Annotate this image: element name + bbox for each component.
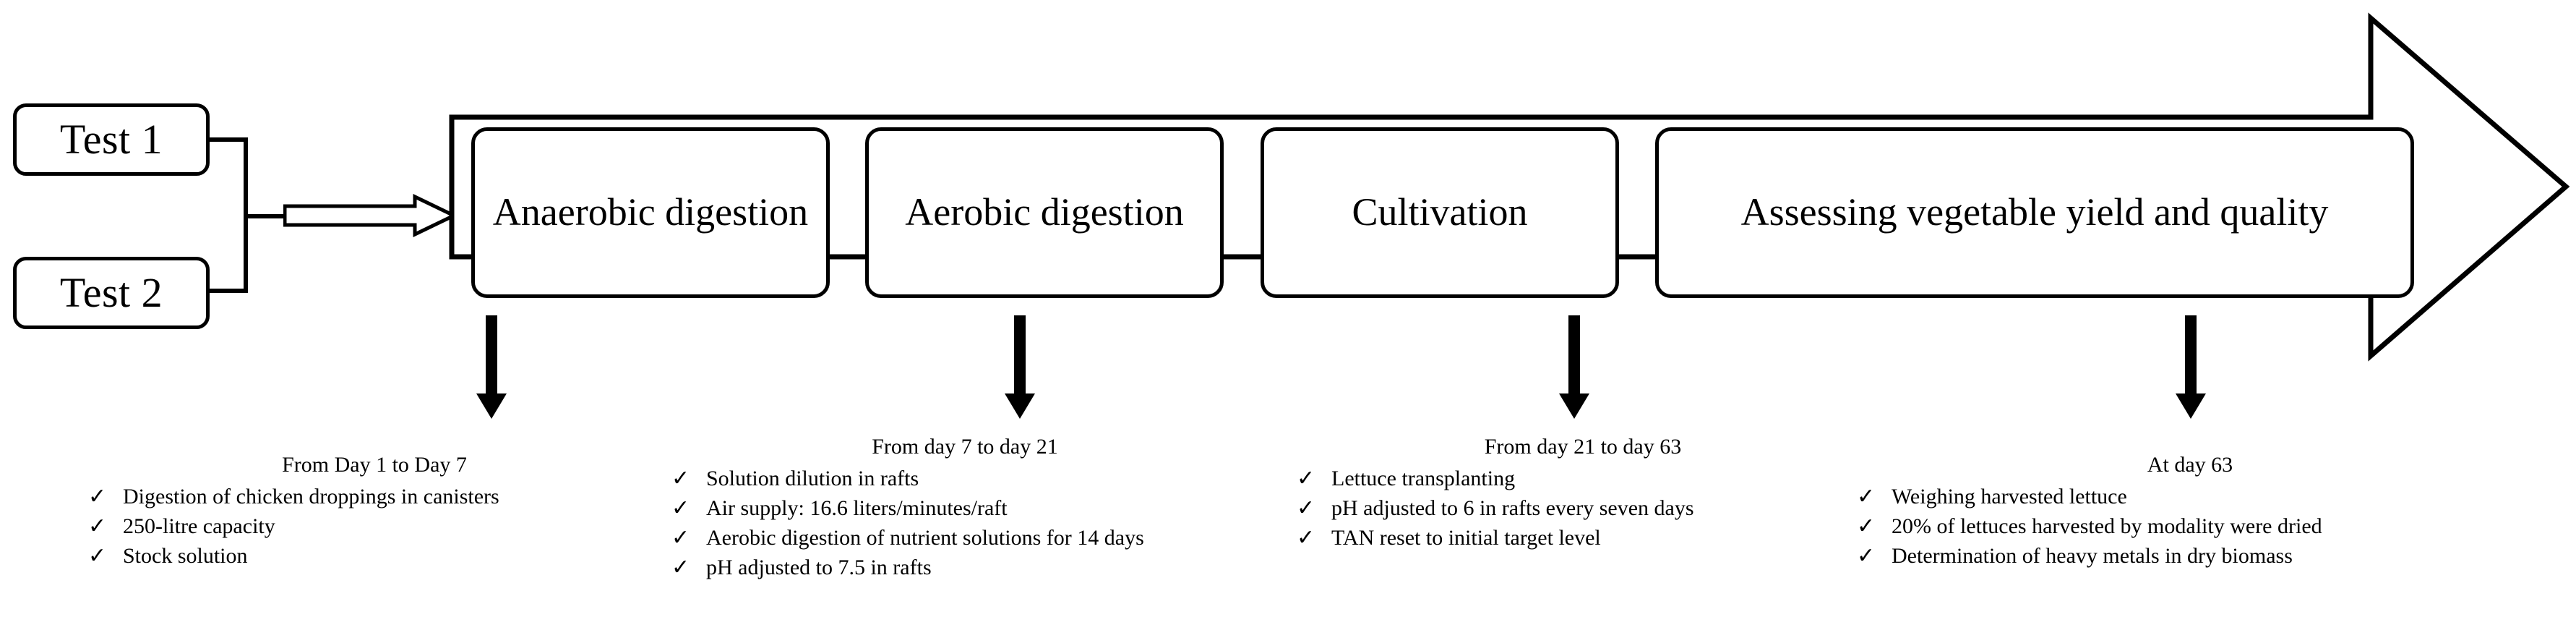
check-icon: ✓ xyxy=(671,495,690,520)
caption-list-stage-2: ✓ Solution dilution in rafts ✓ Air suppl… xyxy=(669,464,1261,582)
stage-box-anaerobic-digestion: Anaerobic digestion xyxy=(471,127,830,298)
list-item: ✓ 20% of lettuces harvested by modality … xyxy=(1854,512,2526,541)
list-item-label: Determination of heavy metals in dry bio… xyxy=(1892,543,2293,568)
input-box-test-2-label: Test 2 xyxy=(59,268,163,316)
list-item-label: pH adjusted to 7.5 in rafts xyxy=(706,555,932,579)
list-item: ✓ Stock solution xyxy=(85,542,664,571)
list-item: ✓ pH adjusted to 6 in rafts every seven … xyxy=(1294,494,1872,523)
list-item: ✓ Weighing harvested lettuce xyxy=(1854,482,2526,511)
check-icon: ✓ xyxy=(671,525,690,550)
down-arrow-icon-stage-2 xyxy=(1005,315,1035,419)
list-item: ✓ TAN reset to initial target level xyxy=(1294,524,1872,553)
check-icon: ✓ xyxy=(1297,495,1315,520)
list-item-label: pH adjusted to 6 in rafts every seven da… xyxy=(1331,495,1694,520)
list-item: ✓ 250-litre capacity xyxy=(85,512,664,541)
list-item-label: 20% of lettuces harvested by modality we… xyxy=(1892,514,2322,538)
stage-box-aerobic-digestion-label: Aerobic digestion xyxy=(905,190,1184,234)
caption-title-stage-4: At day 63 xyxy=(2147,453,2233,477)
list-item: ✓ pH adjusted to 7.5 in rafts xyxy=(669,553,1261,582)
caption-list-stage-1: ✓ Digestion of chicken droppings in cani… xyxy=(85,482,664,571)
list-item-label: TAN reset to initial target level xyxy=(1331,525,1601,550)
caption-list-stage-3: ✓ Lettuce transplanting ✓ pH adjusted to… xyxy=(1294,464,1872,553)
list-item-label: Weighing harvested lettuce xyxy=(1892,484,2127,509)
check-icon: ✓ xyxy=(88,514,107,538)
list-item-label: Air supply: 16.6 liters/minutes/raft xyxy=(706,495,1008,520)
input-box-test-1: Test 1 xyxy=(13,103,210,176)
stage-box-anaerobic-digestion-label: Anaerobic digestion xyxy=(492,190,809,234)
stage-box-assessing-yield-quality: Assessing vegetable yield and quality xyxy=(1655,127,2414,298)
list-item: ✓ Solution dilution in rafts xyxy=(669,464,1261,493)
input-box-test-1-label: Test 1 xyxy=(59,115,163,163)
check-icon: ✓ xyxy=(671,555,690,579)
stage-box-cultivation-label: Cultivation xyxy=(1352,190,1528,234)
check-icon: ✓ xyxy=(671,466,690,490)
feed-arrow-icon xyxy=(283,194,457,237)
caption-column-stage-1: From Day 1 to Day 7 ✓ Digestion of chick… xyxy=(85,451,664,571)
caption-column-stage-3: From day 21 to day 63 ✓ Lettuce transpla… xyxy=(1294,433,1872,553)
list-item-label: Solution dilution in rafts xyxy=(706,466,919,490)
down-arrow-icon-stage-4 xyxy=(2176,315,2206,419)
check-icon: ✓ xyxy=(88,543,107,568)
caption-title-stage-1: From Day 1 to Day 7 xyxy=(282,453,467,477)
caption-column-stage-4: At day 63 ✓ Weighing harvested lettuce ✓… xyxy=(1854,451,2526,571)
bracket-top-segment xyxy=(210,137,248,142)
bracket-bottom-segment xyxy=(210,289,248,293)
stage-box-assessing-yield-quality-label: Assessing vegetable yield and quality xyxy=(1740,190,2329,234)
list-item-label: 250-litre capacity xyxy=(123,514,275,538)
caption-list-stage-4: ✓ Weighing harvested lettuce ✓ 20% of le… xyxy=(1854,482,2526,571)
check-icon: ✓ xyxy=(1857,514,1876,538)
list-item: ✓ Determination of heavy metals in dry b… xyxy=(1854,542,2526,571)
list-item: ✓ Lettuce transplanting xyxy=(1294,464,1872,493)
stage-box-cultivation: Cultivation xyxy=(1261,127,1619,298)
list-item: ✓ Air supply: 16.6 liters/minutes/raft xyxy=(669,494,1261,523)
bracket-stem-segment xyxy=(244,214,285,218)
check-icon: ✓ xyxy=(88,484,107,509)
list-item-label: Stock solution xyxy=(123,543,248,568)
list-item-label: Aerobic digestion of nutrient solutions … xyxy=(706,525,1144,550)
stage-box-aerobic-digestion: Aerobic digestion xyxy=(865,127,1224,298)
caption-title-stage-3: From day 21 to day 63 xyxy=(1484,435,1682,459)
input-box-test-2: Test 2 xyxy=(13,257,210,329)
down-arrow-icon-stage-3 xyxy=(1559,315,1589,419)
check-icon: ✓ xyxy=(1857,484,1876,509)
caption-title-stage-2: From day 7 to day 21 xyxy=(872,435,1058,459)
caption-column-stage-2: From day 7 to day 21 ✓ Solution dilution… xyxy=(669,433,1261,582)
down-arrow-icon-stage-1 xyxy=(476,315,507,419)
list-item: ✓ Aerobic digestion of nutrient solution… xyxy=(669,524,1261,553)
check-icon: ✓ xyxy=(1297,525,1315,550)
list-item: ✓ Digestion of chicken droppings in cani… xyxy=(85,482,664,511)
list-item-label: Digestion of chicken droppings in canist… xyxy=(123,484,499,509)
check-icon: ✓ xyxy=(1297,466,1315,490)
list-item-label: Lettuce transplanting xyxy=(1331,466,1516,490)
check-icon: ✓ xyxy=(1857,543,1876,568)
